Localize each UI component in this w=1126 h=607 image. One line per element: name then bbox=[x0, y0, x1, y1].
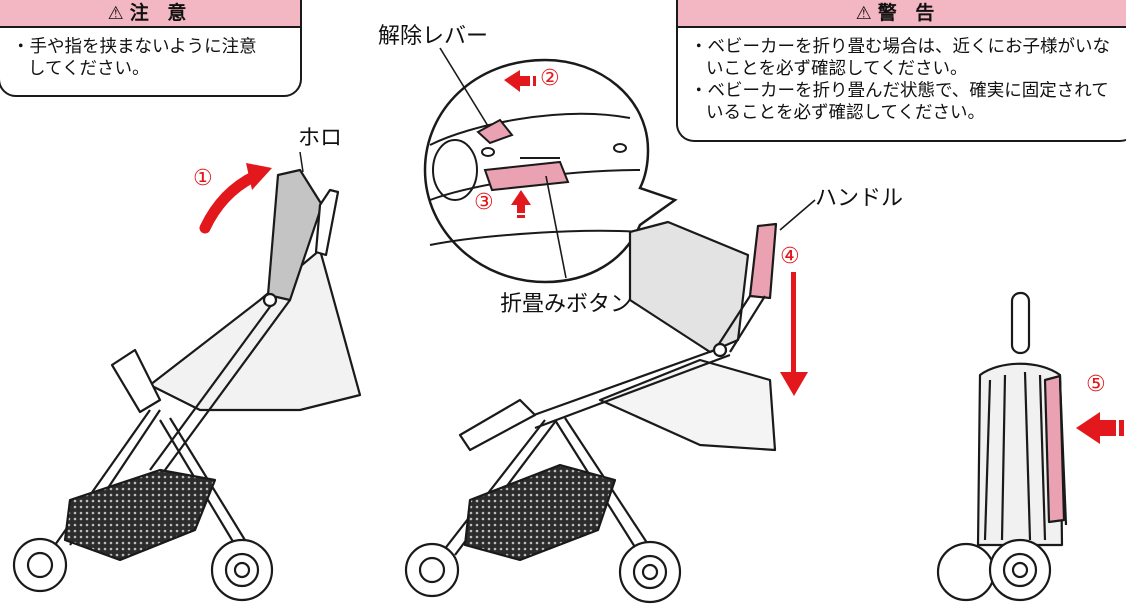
release-lever-part bbox=[476, 118, 514, 145]
warning-line-3: ・ベビーカーを折り畳んだ状態で、確実に固定されて bbox=[690, 81, 1109, 101]
hood-part bbox=[266, 168, 324, 302]
caution-line-2: してください。 bbox=[28, 59, 150, 79]
down-arrow-4 bbox=[791, 272, 796, 372]
warning-title: 警 告 bbox=[877, 2, 941, 24]
label-hood: ホロ bbox=[298, 126, 343, 151]
stroller-open bbox=[12, 168, 362, 602]
step-3: ③ bbox=[474, 190, 494, 215]
push-arrow-2 bbox=[504, 70, 530, 92]
warning-triangle-icon: ⚠ bbox=[855, 3, 872, 24]
step-5: ⑤ bbox=[1086, 372, 1106, 397]
handle-part bbox=[748, 222, 778, 300]
caution-header: ⚠注 意 bbox=[0, 0, 300, 28]
folded-handle-part bbox=[1043, 374, 1066, 524]
label-release-lever: 解除レバー bbox=[378, 24, 489, 49]
step-1: ① bbox=[193, 166, 213, 191]
warning-box: ⚠警 告 ・ベビーカーを折り畳む場合は、近くにお子様がいな いことを必ず確認して… bbox=[676, 0, 1126, 142]
warning-line-2: いことを必ず確認してください。 bbox=[706, 59, 968, 79]
warning-line-4: いることを必ず確認してください。 bbox=[706, 103, 985, 123]
push-arrow-5 bbox=[1076, 412, 1116, 444]
leader-fold-button bbox=[545, 175, 567, 279]
step-4: ④ bbox=[780, 244, 800, 269]
rotate-arrow-1 bbox=[199, 170, 261, 234]
warning-line-1: ・ベビーカーを折り畳む場合は、近くにお子様がいな bbox=[690, 37, 1110, 57]
label-fold-button: 折畳みボタン bbox=[500, 292, 633, 317]
step-2: ② bbox=[540, 66, 560, 91]
leader-release-lever bbox=[439, 47, 489, 127]
warning-header: ⚠警 告 bbox=[678, 0, 1126, 28]
push-arrow-3 bbox=[511, 190, 531, 213]
leader-handle bbox=[779, 199, 816, 231]
label-handle: ハンドル bbox=[815, 186, 904, 211]
rotate-arrowhead-1 bbox=[246, 163, 272, 190]
caution-box: ⚠注 意 ・手や指を挟まないように注意 してください。 bbox=[0, 0, 302, 97]
caution-line-1: ・手や指を挟まないように注意 bbox=[12, 37, 257, 57]
caution-title: 注 意 bbox=[129, 2, 193, 24]
warning-triangle-icon: ⚠ bbox=[107, 3, 124, 24]
stroller-folding bbox=[404, 220, 778, 604]
stroller-folded bbox=[936, 291, 1068, 602]
